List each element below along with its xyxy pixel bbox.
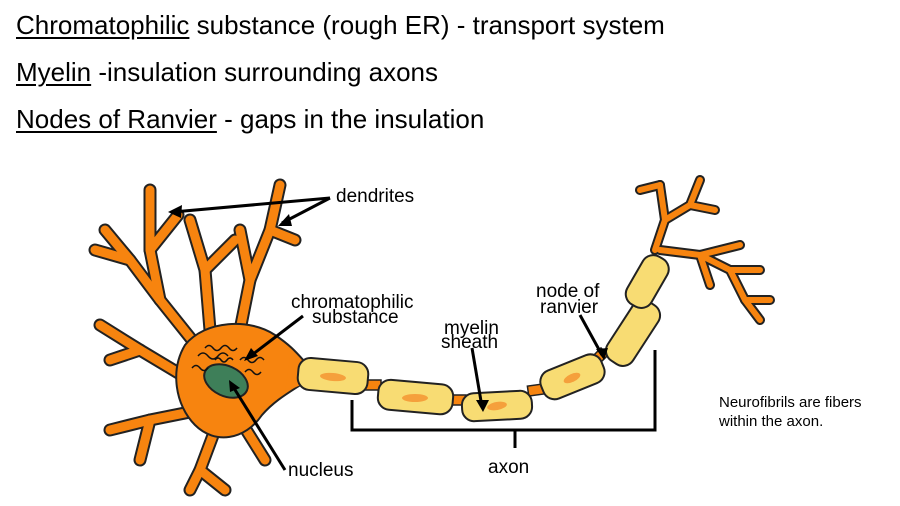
- axon-terminals: [635, 175, 775, 325]
- chromatophilic-substance: [191, 344, 265, 376]
- label-nucleus: nucleus: [288, 460, 354, 481]
- definition-text: substance (rough ER) - transport system: [189, 10, 665, 40]
- label-node-of: node of: [536, 281, 600, 302]
- myelin-segment: [604, 299, 662, 367]
- term-chromatophilic: Chromatophilic: [16, 10, 190, 40]
- label-myelin: myelin: [444, 318, 499, 339]
- arrow-heads: [168, 205, 608, 412]
- myelin-segment: [624, 254, 670, 309]
- label-substance: substance: [312, 307, 399, 328]
- dendrites-left: [88, 178, 302, 497]
- definition-text: -insulation surrounding axons: [91, 57, 439, 87]
- myelin-sheaths: [296, 254, 670, 423]
- definition-chromatophilic: Chromatophilic substance (rough ER) - tr…: [16, 10, 665, 40]
- term-nodes-of-ranvier: Nodes of Ranvier: [16, 104, 217, 134]
- definition-text: - gaps in the insulation: [216, 104, 485, 134]
- definition-myelin: Myelin -insulation surrounding axons: [16, 57, 438, 87]
- label-dendrites: dendrites: [336, 186, 414, 207]
- neurofibrils-note: Neurofibrils are fibers within the axon.: [719, 394, 862, 430]
- label-sheath: sheath: [441, 332, 498, 353]
- neuron-body: [88, 178, 306, 497]
- term-myelin: Myelin: [16, 57, 92, 87]
- nucleus: [203, 363, 249, 399]
- definition-nodes: Nodes of Ranvier - gaps in the insulatio…: [16, 104, 484, 134]
- label-chromatophilic: chromatophilic: [291, 292, 414, 313]
- label-axon: axon: [488, 457, 529, 478]
- label-ranvier: ranvier: [540, 297, 599, 318]
- pointer-lines: [172, 196, 657, 471]
